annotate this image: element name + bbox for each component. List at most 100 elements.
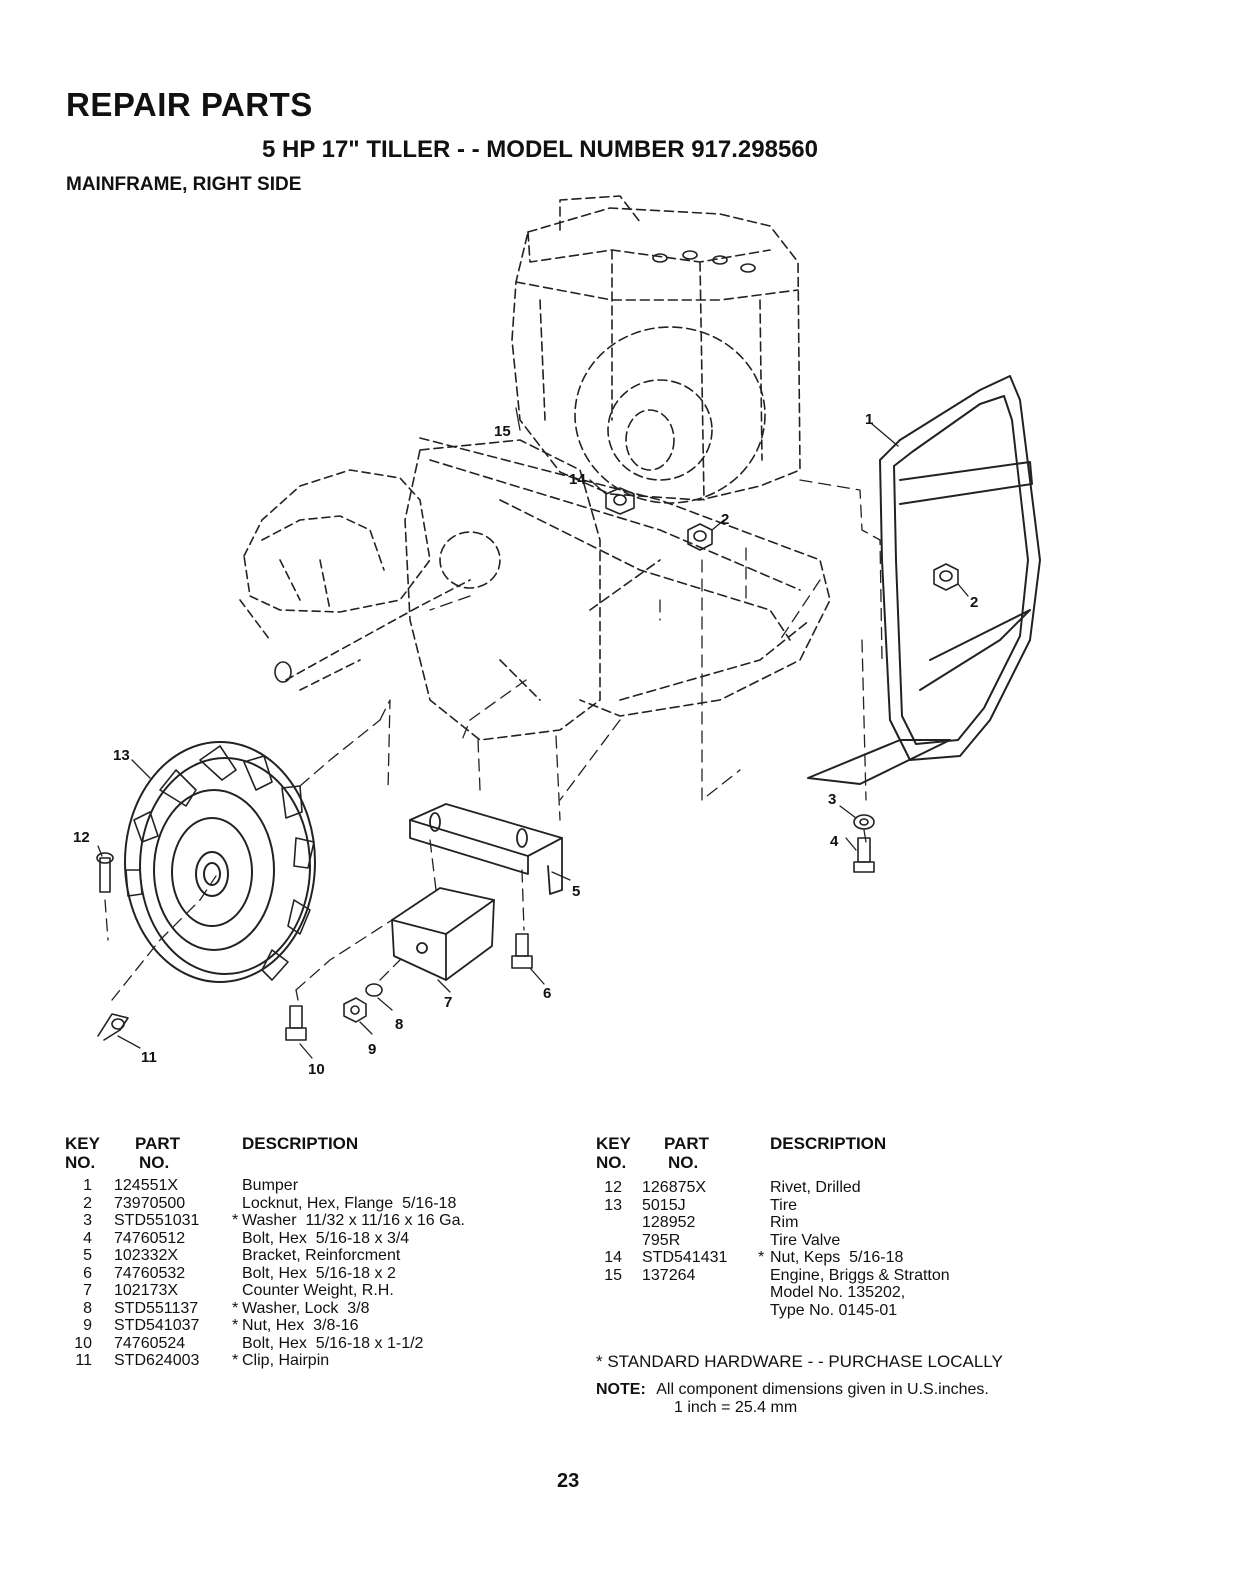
parts-desc-cell: Engine, Briggs & Stratton (770, 1266, 950, 1284)
engine-bolts (652, 250, 756, 273)
callout-label: 10 (308, 1061, 325, 1078)
main-frame (419, 437, 831, 717)
parts-key-cell: 14 (604, 1249, 622, 1266)
parts-row: 10 74760524 Bolt, Hex 5/16-18 x 1-1/2 (66, 1335, 566, 1353)
callout-label: 3 (828, 791, 836, 808)
parts-part-cell: 124551X (114, 1177, 179, 1194)
callout-label: 2 (721, 511, 729, 528)
parts-part-cell: 74760512 (114, 1229, 186, 1247)
col-header-description: DESCRIPTION (242, 1134, 359, 1153)
parts-row: 12 126875X Rivet, Drilled (596, 1179, 1156, 1197)
col-header-description: DESCRIPTION (770, 1134, 887, 1153)
parts-key-cell: 10 (74, 1334, 92, 1352)
parts-desc-cell: Counter Weight, R.H. (242, 1282, 394, 1299)
standard-hardware-note: * STANDARD HARDWARE - - PURCHASE LOCALLY (596, 1352, 1003, 1371)
parts-desc-cell: Tire Valve (770, 1231, 841, 1249)
parts-part-cell: 5015J (642, 1196, 686, 1214)
callout-label: 14 (569, 471, 586, 488)
callout-label: 1 (865, 411, 873, 428)
parts-row: 795R Tire Valve (596, 1232, 1156, 1250)
parts-row: Type No. 0145-01 (596, 1302, 1156, 1320)
parts-key-cell: 7 (83, 1282, 92, 1299)
parts-desc-cell: Model No. 135202, (770, 1284, 906, 1301)
parts-desc-cell: Bracket, Reinforcment (242, 1247, 401, 1264)
parts-key-cell: 9 (83, 1317, 92, 1334)
page-number: 23 (557, 1470, 580, 1492)
parts-part-cell: 73970500 (114, 1194, 186, 1212)
parts-part-cell: STD541431 (642, 1249, 728, 1266)
diagram-callouts: 1 2 2 3 4 5 6 7 8 9 10 11 12 13 14 15 (73, 411, 978, 1078)
parts-row: 7 102173X Counter Weight, R.H. (66, 1282, 566, 1300)
parts-desc-cell: Washer, Lock 3/8 (242, 1299, 370, 1317)
engine-drawing (511, 195, 801, 504)
parts-row: 128952 Rim (596, 1214, 1156, 1232)
parts-desc-cell: Rim (770, 1214, 799, 1231)
callout-label: 5 (572, 883, 580, 900)
parts-key-cell: 1 (83, 1177, 92, 1194)
note-label: NOTE: (596, 1381, 646, 1398)
parts-row: 5 102332X Bracket, Reinforcment (66, 1247, 566, 1265)
parts-part-cell: 102332X (114, 1247, 179, 1264)
parts-key-cell: 8 (83, 1299, 92, 1317)
parts-desc-cell: Bumper (242, 1177, 299, 1194)
parts-key-cell: 4 (83, 1229, 92, 1247)
note-text: All component dimensions given in U.S.in… (656, 1381, 989, 1398)
transmission-housing (404, 439, 601, 741)
parts-key-cell: 11 (75, 1352, 92, 1369)
callout-label: 15 (494, 423, 511, 440)
parts-key-cell: 13 (604, 1196, 622, 1214)
counter-weight-drawing (391, 887, 495, 981)
parts-key-cell: 12 (604, 1179, 622, 1196)
callout-label: 8 (395, 1016, 403, 1033)
parts-part-cell: 74760524 (114, 1334, 186, 1352)
note-conversion: 1 inch = 25.4 mm (674, 1399, 798, 1416)
parts-std-cell: * (232, 1317, 239, 1334)
hardware-drawings (96, 487, 959, 1041)
parts-row: Model No. 135202, (596, 1284, 1156, 1302)
parts-part-cell: 128952 (642, 1214, 696, 1231)
parts-desc-cell: Tire (770, 1196, 797, 1214)
parts-desc-cell: Rivet, Drilled (770, 1179, 861, 1196)
parts-key-cell: 5 (83, 1247, 92, 1264)
assembly-lines (104, 479, 883, 1001)
parts-std-cell: * (232, 1352, 239, 1369)
page-title: REPAIR PARTS (66, 86, 313, 123)
parts-part-cell: 74760532 (114, 1264, 186, 1282)
dimension-note: NOTE: All component dimensions given in … (596, 1381, 989, 1417)
parts-part-cell: 795R (642, 1231, 681, 1249)
parts-row: 1 124551X Bumper (66, 1177, 566, 1195)
parts-desc-cell: Bolt, Hex 5/16-18 x 1-1/2 (242, 1334, 424, 1352)
parts-key-cell: 3 (83, 1212, 92, 1229)
parts-part-cell: 102173X (114, 1282, 179, 1299)
parts-key-cell: 15 (604, 1266, 622, 1284)
section-title: MAINFRAME, RIGHT SIDE (66, 174, 302, 195)
callout-label: 11 (141, 1049, 157, 1066)
parts-row: 8 STD551137 *Washer, Lock 3/8 (66, 1300, 566, 1318)
wheel-drawing (124, 741, 316, 983)
parts-part-cell: STD541037 (114, 1317, 200, 1334)
tine-assembly (239, 469, 471, 691)
parts-std-cell: * (232, 1299, 239, 1317)
tine-shaft-end (274, 661, 292, 683)
callout-label: 4 (830, 833, 839, 850)
parts-part-cell: STD551137 (114, 1299, 199, 1317)
callout-label: 7 (444, 994, 452, 1011)
parts-row: 13 5015J Tire (596, 1197, 1156, 1215)
parts-key-cell: 2 (83, 1194, 92, 1212)
parts-part-cell: 126875X (642, 1179, 707, 1196)
parts-std-cell: * (232, 1212, 239, 1229)
callout-label: 12 (73, 829, 90, 846)
model-subtitle: 5 HP 17" TILLER - - MODEL NUMBER 917.298… (262, 136, 818, 163)
